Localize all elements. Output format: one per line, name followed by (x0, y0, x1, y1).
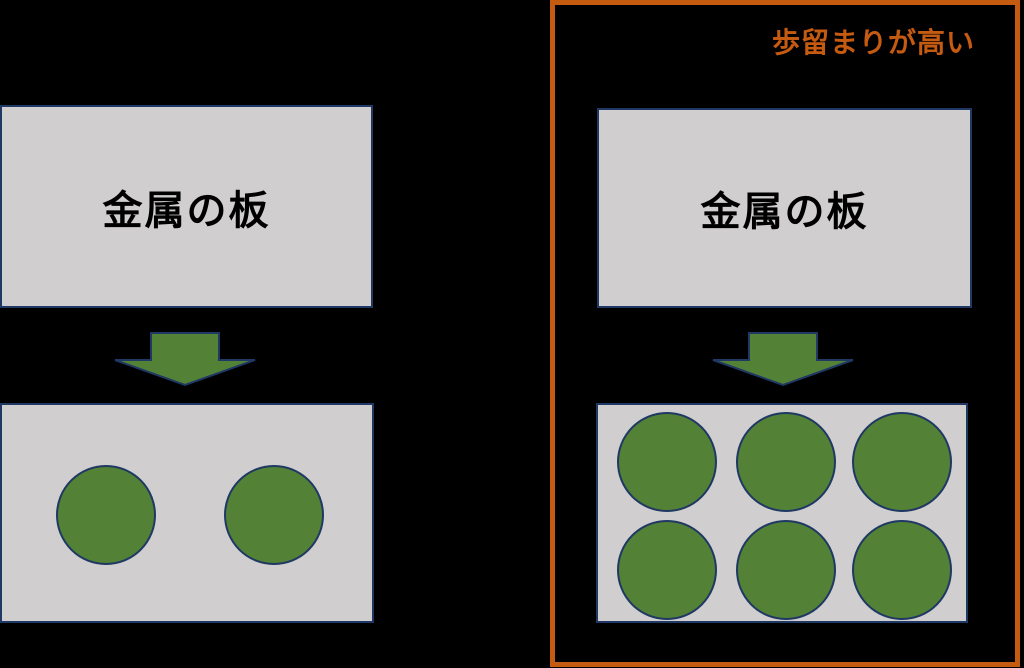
left-metal-plate-label: 金属の板 (102, 188, 271, 233)
part-circle (56, 465, 156, 565)
part-circle (736, 412, 836, 512)
part-circle (852, 520, 952, 620)
left-punched-plate (0, 403, 374, 623)
highlight-frame (550, 0, 1020, 667)
right-metal-plate: 金属の板 (597, 108, 972, 308)
part-circle (617, 412, 717, 512)
right-metal-plate-label: 金属の板 (700, 190, 869, 234)
left-metal-plate: 金属の板 (0, 105, 373, 308)
part-circle (224, 465, 324, 565)
part-circle (736, 520, 836, 620)
right-down-arrow-icon (712, 332, 854, 387)
part-circle (617, 520, 717, 620)
left-down-arrow-icon (114, 332, 256, 387)
right-punched-plate (596, 403, 968, 623)
part-circle (852, 412, 952, 512)
yield-title: 歩留まりが高い (771, 27, 975, 58)
